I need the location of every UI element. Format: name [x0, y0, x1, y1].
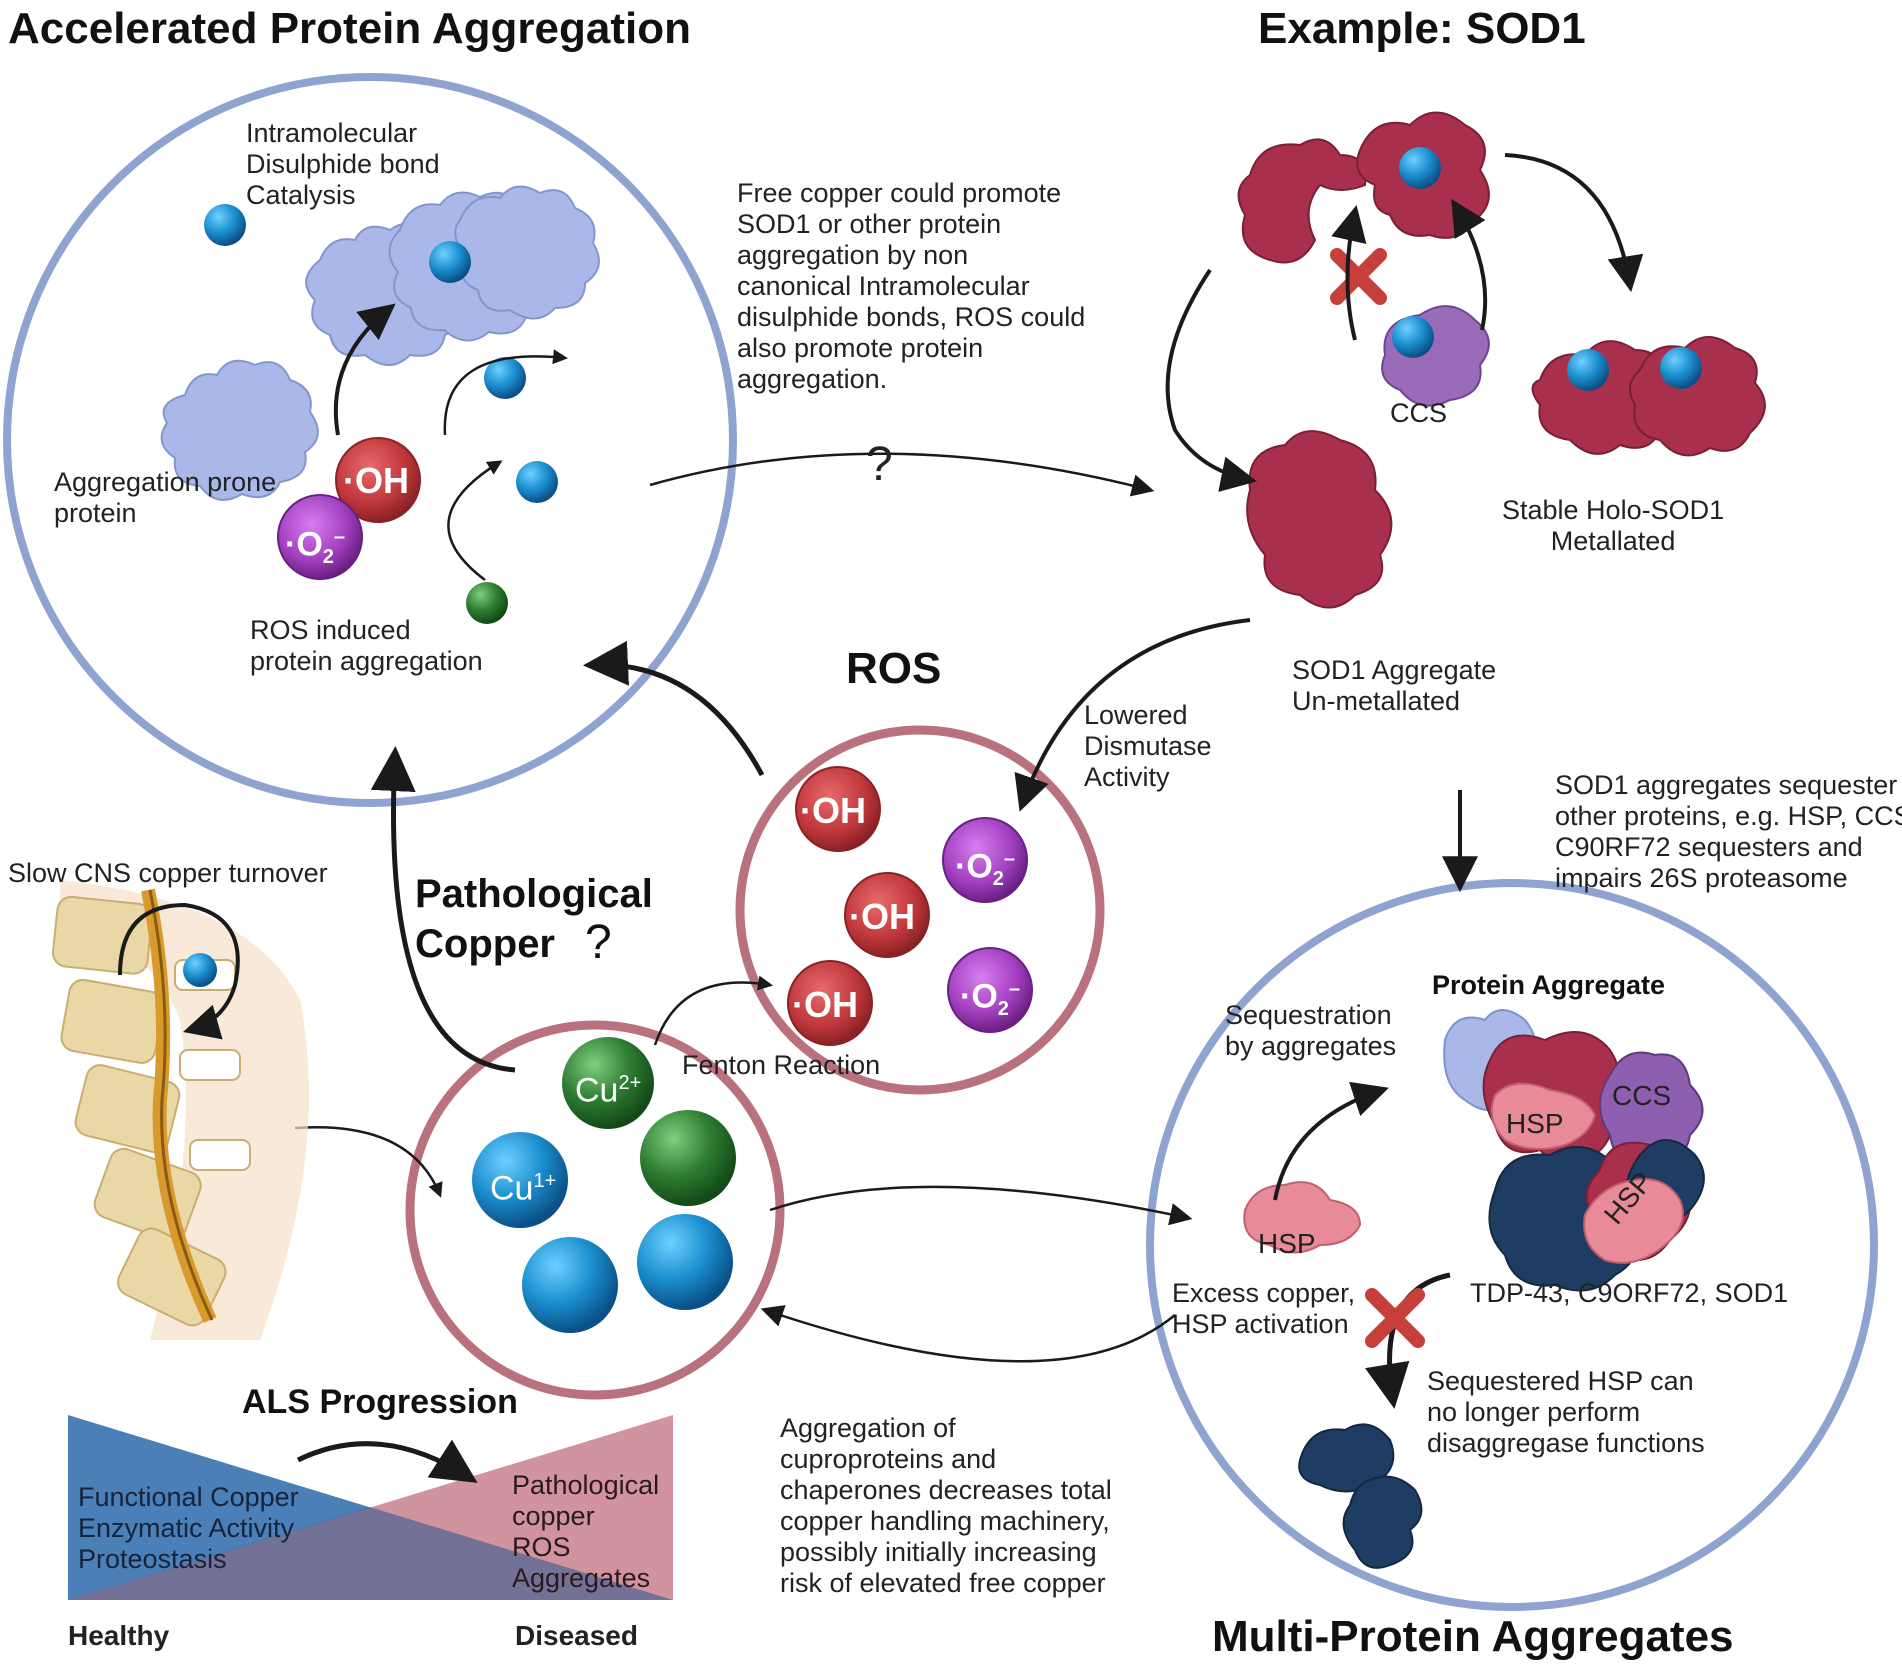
title-pathological-copper-line2: Copper — [415, 922, 555, 966]
superoxide-icon — [277, 494, 363, 580]
copper-ion-icon — [637, 1214, 733, 1310]
sequestered-hsp-aggregate — [1298, 1423, 1395, 1493]
hydroxyl-label: ·OH — [792, 984, 858, 1025]
sod1-dimer-illustration — [1237, 111, 1766, 609]
stable-holo-sod1-label: Stable Holo-SOD1 Metallated — [1502, 495, 1725, 556]
sequestration-label: Sequestration by aggregates — [1225, 1000, 1397, 1061]
copper-ion-icon — [429, 241, 471, 283]
superoxide-icon — [947, 947, 1033, 1033]
copper-ion-icon — [516, 461, 558, 503]
title-pathological-copper-line1: Pathological — [415, 872, 653, 916]
diseased-label: Diseased — [515, 1620, 638, 1651]
fenton-reaction-label: Fenton Reaction — [682, 1050, 881, 1080]
sequester-note: SOD1 aggregates sequester other proteins… — [1555, 770, 1902, 893]
center-question-mark: ? — [866, 438, 893, 491]
diseased-items-label: Pathological copper ROS Aggregates — [512, 1470, 660, 1593]
ccs-chaperone — [1381, 305, 1490, 407]
hydroxyl-radical-icon — [787, 960, 873, 1046]
question-mark: ? — [585, 916, 612, 969]
title-als-progression: ALS Progression — [242, 1383, 518, 1421]
copper-ion-green-icon — [466, 582, 508, 624]
aggregation-note: Aggregation of cuproproteins and chapero… — [780, 1413, 1112, 1598]
accelerated-aggregation-panel — [3, 73, 737, 807]
cu1-ion-icon — [472, 1132, 568, 1228]
excess-copper-label: Excess copper, HSP activation — [1172, 1278, 1356, 1339]
cu2-label: Cu2+ — [575, 1071, 642, 1110]
copper-ion-icon — [1392, 316, 1434, 358]
copper-ion-icon — [1660, 347, 1702, 389]
cu1-label: Cu1+ — [490, 1169, 557, 1208]
title-ros: ROS — [846, 644, 942, 693]
copper-ion-icon — [183, 953, 217, 987]
lowered-dismutase-label: Lowered Dismutase Activity — [1084, 700, 1212, 792]
als-progression-chart — [68, 1415, 673, 1600]
copper-ion-icon — [484, 357, 526, 399]
title-protein-aggregate: Protein Aggregate — [1432, 970, 1666, 1000]
tdp-label: TDP-43, C9ORF72, SOD1 — [1470, 1278, 1789, 1308]
copper-ion-icon — [1399, 147, 1441, 189]
protein-aggregate-cluster — [1443, 1009, 1705, 1292]
hsp-label: HSP — [1258, 1228, 1316, 1259]
blocked-cross-icon — [1365, 1288, 1425, 1348]
healthy-label: Healthy — [68, 1620, 170, 1651]
hsp-chaperone — [1243, 1181, 1362, 1254]
sod1-aggregate-unmetallated-label: SOD1 Aggregate Un-metallated — [1292, 655, 1497, 716]
copper-ion-icon — [522, 1237, 618, 1333]
blocked-cross-icon — [1330, 248, 1387, 305]
hydroxyl-radical-icon — [844, 872, 930, 958]
sequestered-hsp-label: Sequestered HSP can no longer perform di… — [1427, 1366, 1705, 1458]
superoxide-icon — [942, 817, 1028, 903]
superoxide-label: ·O2– — [955, 847, 1016, 891]
hydroxyl-radical-icon — [335, 437, 421, 523]
aggregated-protein-cluster — [160, 185, 600, 501]
cu2-ion-icon — [562, 1037, 654, 1129]
ccs-label: CCS — [1612, 1080, 1672, 1111]
copper-ion-icon — [204, 204, 246, 246]
slow-cns-copper-label: Slow CNS copper turnover — [8, 858, 328, 888]
multi-protein-aggregates-panel — [1146, 879, 1878, 1611]
hydroxyl-radical-icon — [795, 766, 881, 852]
ros-induced-aggregation-label: ROS induced protein aggregation — [250, 615, 483, 676]
copper-ion-green-icon — [640, 1110, 736, 1206]
hydroxyl-label: ·OH — [800, 790, 866, 831]
pathological-copper-circle — [405, 1020, 785, 1400]
hsp-label: HSP — [1506, 1108, 1564, 1139]
title-example-sod1: Example: SOD1 — [1258, 4, 1586, 53]
hydroxyl-label: ·OH — [849, 896, 915, 937]
ros-circle — [735, 725, 1105, 1095]
title-accelerated-aggregation: Accelerated Protein Aggregation — [8, 4, 691, 53]
superoxide-label: ·O2– — [960, 977, 1021, 1021]
copper-ion-icon — [1567, 349, 1609, 391]
free-copper-note: Free copper could promote SOD1 or other … — [737, 178, 1086, 394]
aggregation-prone-protein-label: Aggregation prone protein — [54, 467, 277, 528]
healthy-items-label: Functional Copper Enzymatic Activity Pro… — [78, 1482, 299, 1574]
ccs-label: CCS — [1390, 398, 1448, 428]
title-multi-protein-aggregates: Multi-Protein Aggregates — [1212, 1612, 1734, 1661]
hydroxyl-label: ·OH — [343, 460, 409, 501]
superoxide-label: ·O2– — [285, 525, 346, 569]
spinal-cord-illustration — [51, 880, 309, 1340]
disulphide-catalysis-label: Intramolecular Disulphide bond Catalysis — [246, 118, 440, 210]
